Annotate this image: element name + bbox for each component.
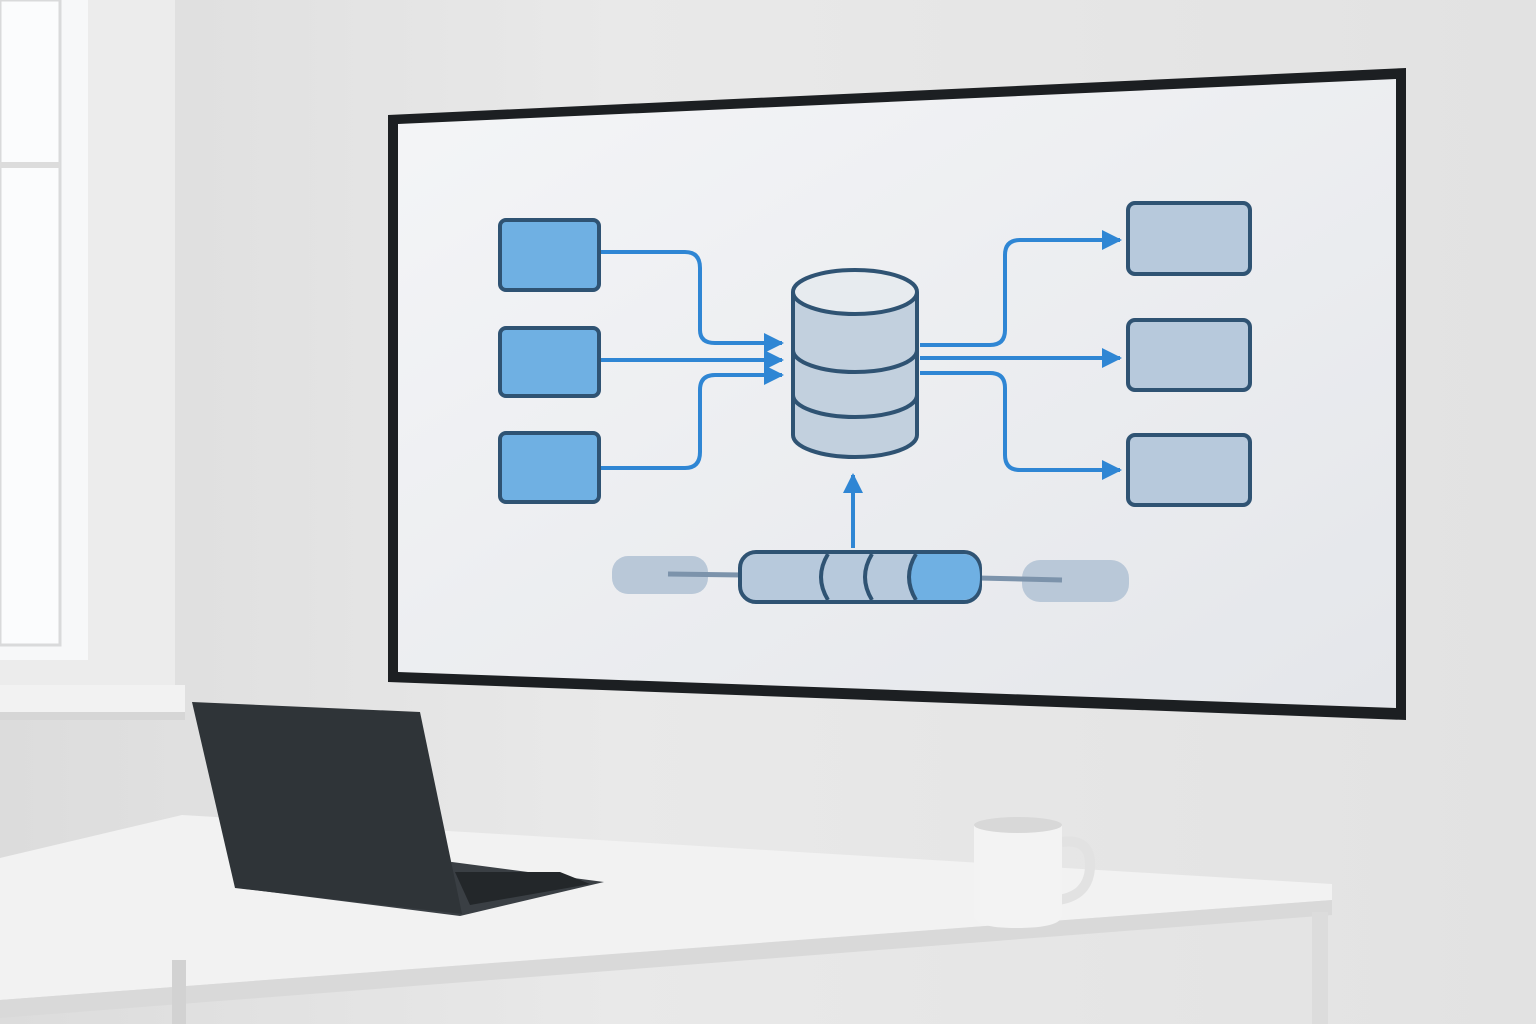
- window: [0, 0, 185, 720]
- architecture-diagram: [498, 201, 1252, 604]
- target-box: [1126, 433, 1252, 507]
- output-arrows: [843, 230, 1122, 548]
- source-box: [498, 218, 601, 292]
- desk-leg: [172, 960, 186, 1024]
- database-icon: [791, 268, 919, 459]
- input-arrows: [600, 250, 784, 470]
- source-box: [498, 431, 601, 504]
- desk-leg: [1312, 912, 1328, 1024]
- coffee-mug: [974, 817, 1096, 928]
- target-box: [1126, 318, 1252, 392]
- window-sill: [0, 685, 185, 715]
- target-boxes: [1126, 201, 1252, 507]
- message-queue: [612, 550, 1129, 604]
- laptop-lid: [192, 702, 462, 914]
- laptop: [192, 702, 604, 916]
- source-box: [498, 326, 601, 398]
- source-boxes: [498, 218, 601, 504]
- target-box: [1126, 201, 1252, 276]
